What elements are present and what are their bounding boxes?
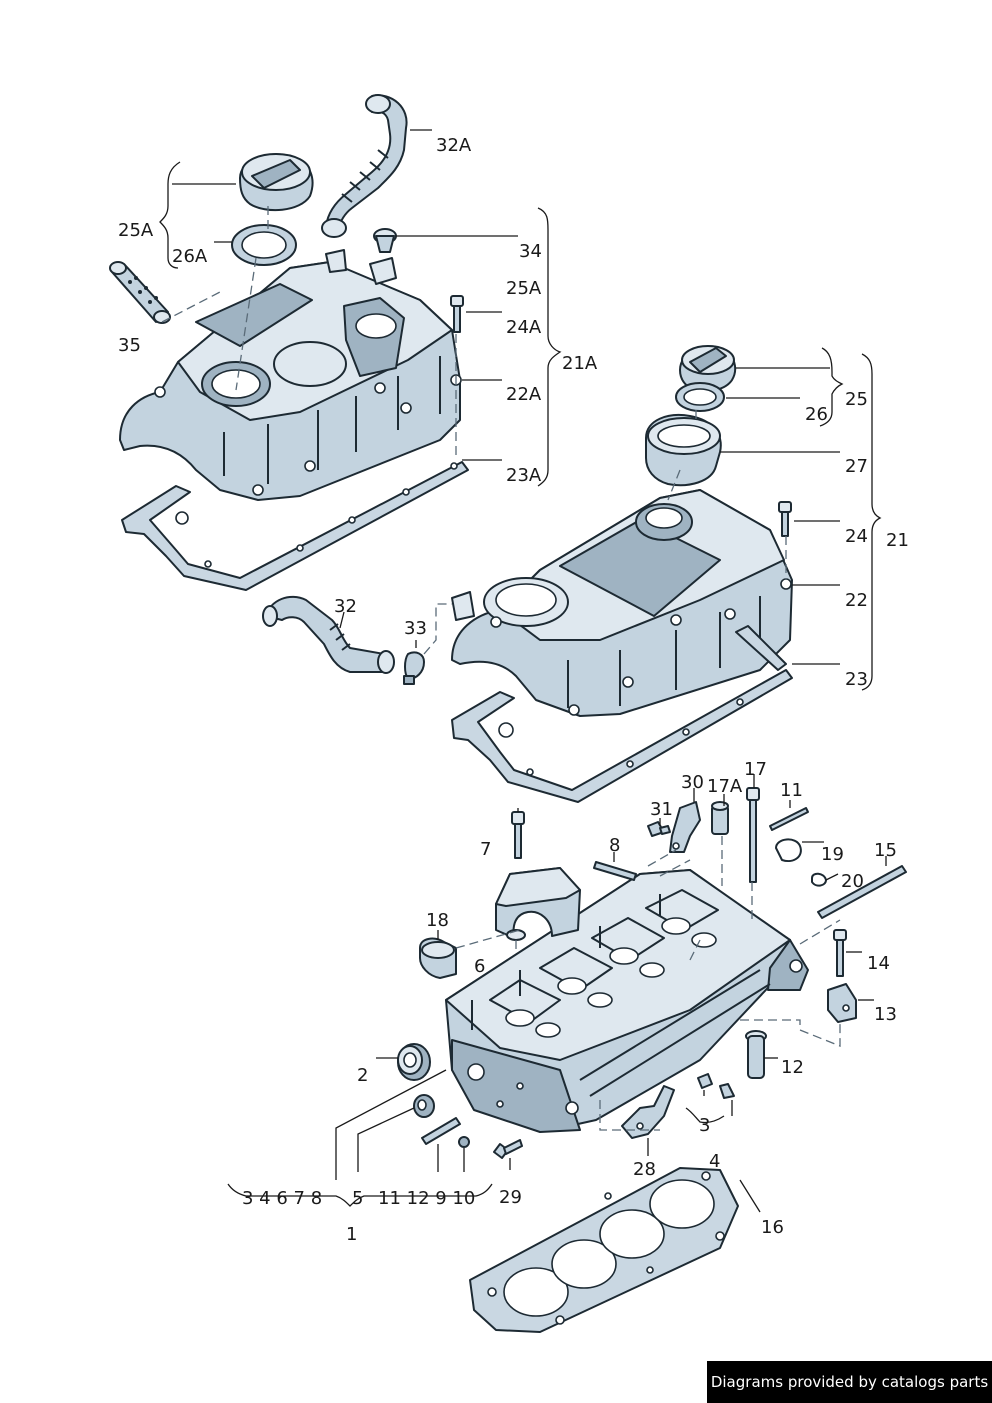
bolt-24 — [778, 501, 792, 537]
label-20: 20 — [841, 871, 864, 892]
label-28: 28 — [633, 1159, 656, 1180]
filter-35 — [109, 261, 171, 324]
label-4: 4 — [709, 1151, 720, 1172]
gasket-23A — [121, 461, 469, 591]
bearing-bracket-6 — [495, 867, 581, 941]
label-21A: 21A — [562, 353, 598, 374]
breather-hose-32A — [321, 94, 408, 238]
label-24: 24 — [845, 526, 868, 547]
leaders-1-group — [227, 774, 887, 1213]
label-21: 21 — [886, 530, 909, 551]
sleeve-12 — [745, 1030, 767, 1079]
pin-11 — [769, 807, 809, 831]
label-26A: 26A — [172, 246, 208, 267]
label-row-5: 5 — [352, 1188, 363, 1209]
label-30: 30 — [681, 772, 704, 793]
label-25A-left: 25A — [118, 220, 154, 241]
valve-cover-21 — [451, 489, 793, 717]
credit-banner: Diagrams provided by catalogs parts — [707, 1361, 992, 1403]
head-gasket-16 — [469, 1167, 739, 1333]
label-22A: 22A — [506, 384, 542, 405]
bracket-28 — [621, 1085, 675, 1139]
label-14: 14 — [867, 953, 890, 974]
label-25: 25 — [845, 389, 868, 410]
label-17A: 17A — [707, 776, 743, 797]
label-8: 8 — [609, 835, 620, 856]
label-2: 2 — [357, 1065, 368, 1086]
label-24A: 24A — [506, 317, 542, 338]
sensor-13 — [827, 983, 857, 1023]
ball-10 — [458, 1136, 470, 1148]
bolt-24A — [450, 295, 464, 333]
label-13: 13 — [874, 1004, 897, 1025]
label-3: 3 — [699, 1115, 710, 1136]
label-25A-right: 25A — [506, 278, 542, 299]
label-row-left: 3 4 6 7 8 — [242, 1188, 322, 1209]
label-23: 23 — [845, 669, 868, 690]
callout-labels: 32A 34 25A 24A 21A 22A 23A 25A 26A 35 25… — [118, 135, 909, 1245]
label-32: 32 — [334, 596, 357, 617]
label-6: 6 — [474, 956, 485, 977]
small-parts-3 — [697, 1073, 735, 1099]
leaders-21-group — [339, 347, 882, 691]
label-34: 34 — [519, 241, 542, 262]
label-row-right: 11 12 9 10 — [378, 1188, 475, 1209]
label-22: 22 — [845, 590, 868, 611]
label-12: 12 — [781, 1057, 804, 1078]
seal-ring-26 — [675, 382, 725, 412]
seal-ring-26A — [231, 224, 297, 266]
label-15: 15 — [874, 840, 897, 861]
label-19: 19 — [821, 844, 844, 865]
head-bolt-17 — [746, 787, 760, 883]
label-7: 7 — [480, 839, 491, 860]
bolt-31 — [647, 821, 671, 837]
shaft-15 — [817, 865, 907, 919]
bolt-7 — [511, 811, 525, 859]
ring-20 — [811, 872, 827, 887]
leaders-21A-group — [159, 129, 562, 487]
clamp-33 — [403, 651, 425, 685]
adapter-ring-27 — [645, 414, 722, 487]
label-35: 35 — [118, 335, 141, 356]
label-29: 29 — [499, 1187, 522, 1208]
bushing-17A — [711, 801, 729, 835]
bearing-shell-18 — [419, 937, 457, 979]
bolt-14 — [833, 929, 847, 977]
label-26: 26 — [805, 404, 828, 425]
oil-filler-cap-25 — [679, 345, 737, 393]
bolt-29 — [493, 1139, 523, 1159]
seal-5 — [413, 1094, 435, 1118]
label-31: 31 — [650, 799, 673, 820]
label-32A: 32A — [436, 135, 472, 156]
stud-9 — [421, 1117, 461, 1145]
oil-filler-cap-25A — [239, 153, 314, 212]
stud-8 — [593, 861, 637, 881]
bracket-30 — [669, 801, 701, 853]
cylinder-head-1 — [445, 869, 809, 1133]
label-17: 17 — [744, 759, 767, 780]
label-16: 16 — [761, 1217, 784, 1238]
breather-hose-32 — [262, 595, 395, 674]
gasket-23 — [451, 625, 793, 803]
label-11: 11 — [780, 780, 803, 801]
label-33: 33 — [404, 618, 427, 639]
valve-cover-21A — [119, 249, 462, 501]
clip-19 — [775, 838, 802, 862]
screw-34 — [373, 228, 397, 253]
label-1: 1 — [346, 1224, 357, 1245]
label-27: 27 — [845, 456, 868, 477]
seal-2 — [397, 1043, 431, 1081]
label-18: 18 — [426, 910, 449, 931]
label-23A: 23A — [506, 465, 542, 486]
